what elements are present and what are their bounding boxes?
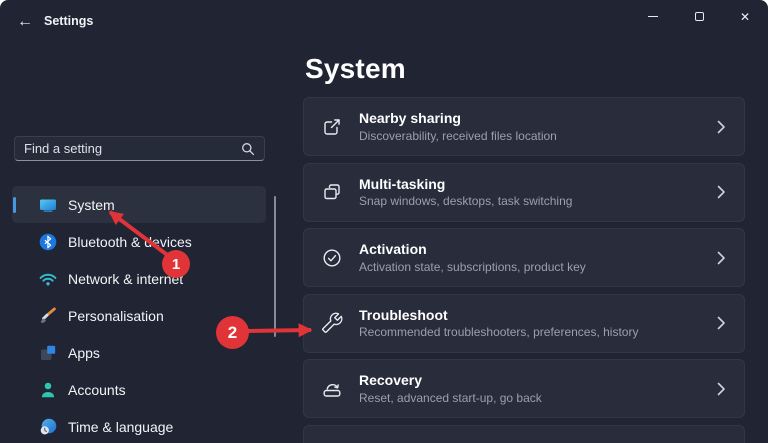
windows-overlap-icon	[321, 181, 343, 203]
card-recovery[interactable]: Recovery Reset, advanced start-up, go ba…	[303, 359, 745, 418]
sidebar-item-label: Bluetooth & devices	[68, 233, 192, 250]
card-text: Nearby sharing Discoverability, received…	[359, 110, 557, 143]
recovery-arrow-icon	[321, 378, 343, 400]
sidebar-item-apps[interactable]: Apps	[12, 334, 266, 371]
sidebar-item-personalisation[interactable]: Personalisation	[12, 297, 266, 334]
page-title: System	[305, 53, 406, 84]
selected-accent-pill	[13, 196, 16, 213]
card-multi-tasking[interactable]: Multi-tasking Snap windows, desktops, ta…	[303, 162, 745, 222]
sidebar-item-label: Time & language	[68, 418, 174, 435]
sidebar-scrollbar[interactable]	[274, 196, 276, 337]
wifi-icon	[38, 269, 58, 289]
sidebar-item-label: System	[68, 196, 115, 213]
window-title: Settings	[44, 14, 94, 28]
paintbrush-icon	[38, 306, 58, 326]
card-nearby-sharing[interactable]: Nearby sharing Discoverability, received…	[303, 97, 745, 156]
sidebar-item-label: Network & internet	[68, 270, 184, 287]
sidebar-item-label: Personalisation	[68, 307, 164, 324]
card-subtitle: Recommended troubleshooters, preferences…	[359, 325, 639, 340]
card-title: Nearby sharing	[359, 110, 461, 127]
wrench-icon	[321, 312, 343, 334]
apps-grid-icon	[38, 343, 58, 363]
display-icon	[38, 195, 58, 215]
card-subtitle: Snap windows, desktops, task switching	[359, 194, 573, 209]
step-badge-1: 1	[162, 250, 190, 278]
card-activation[interactable]: Activation Activation state, subscriptio…	[303, 228, 745, 287]
card-title: Activation	[359, 241, 427, 258]
card-text: Multi-tasking Snap windows, desktops, ta…	[359, 176, 572, 209]
card-troubleshoot[interactable]: Troubleshoot Recommended troubleshooters…	[303, 293, 745, 353]
card-text: Activation Activation state, subscriptio…	[359, 241, 586, 274]
chevron-right-icon	[716, 251, 726, 265]
minimize-button[interactable]	[630, 0, 676, 33]
close-icon: ✕	[739, 9, 751, 24]
maximize-button[interactable]	[676, 0, 722, 33]
share-icon	[321, 116, 343, 138]
back-icon[interactable]: ←	[17, 13, 33, 30]
sidebar-item-accounts[interactable]: Accounts	[12, 371, 266, 408]
clock-icon	[38, 417, 58, 437]
card-subtitle: Discoverability, received files location	[359, 128, 557, 143]
sidebar-item-bluetooth-devices[interactable]: Bluetooth & devices	[12, 223, 266, 260]
card-title: Multi-tasking	[359, 175, 446, 192]
close-button[interactable]: ✕	[722, 0, 768, 33]
caption-buttons: ✕	[630, 0, 768, 33]
card-subtitle: Activation state, subscriptions, product…	[359, 259, 586, 274]
chevron-right-icon	[716, 316, 726, 330]
bluetooth-icon	[38, 232, 58, 252]
main-content: System Nearby sharing Discoverability, r…	[303, 44, 745, 443]
card-title: Troubleshoot	[359, 306, 448, 323]
sidebar-nav: System Bluetooth & devices	[0, 186, 280, 443]
sidebar-item-system[interactable]: System	[12, 186, 266, 223]
sidebar-item-time-language[interactable]: Time & language	[12, 408, 266, 443]
step-badge-2: 2	[216, 316, 249, 349]
sidebar-item-label: Accounts	[68, 381, 126, 398]
card-partial-next[interactable]	[303, 424, 745, 443]
search-input[interactable]	[24, 141, 241, 156]
card-text: Recovery Reset, advanced start-up, go ba…	[359, 372, 542, 405]
sidebar-item-network-internet[interactable]: Network & internet	[12, 260, 266, 297]
card-text: Troubleshoot Recommended troubleshooters…	[359, 307, 638, 340]
card-subtitle: Reset, advanced start-up, go back	[359, 390, 542, 405]
search-box	[14, 136, 265, 161]
search-icon[interactable]	[241, 142, 255, 156]
person-icon	[38, 380, 58, 400]
chevron-right-icon	[716, 185, 726, 199]
minimize-icon	[648, 15, 658, 18]
chevron-right-icon	[716, 120, 726, 134]
sidebar: System Bluetooth & devices	[0, 0, 280, 443]
sidebar-item-label: Apps	[68, 344, 100, 361]
titlebar: ← Settings ✕	[0, 0, 768, 44]
chevron-right-icon	[716, 382, 726, 396]
maximize-icon	[694, 12, 704, 21]
settings-card-list: Nearby sharing Discoverability, received…	[303, 97, 745, 443]
checkmark-circle-icon	[321, 247, 343, 269]
card-title: Recovery	[359, 372, 423, 389]
